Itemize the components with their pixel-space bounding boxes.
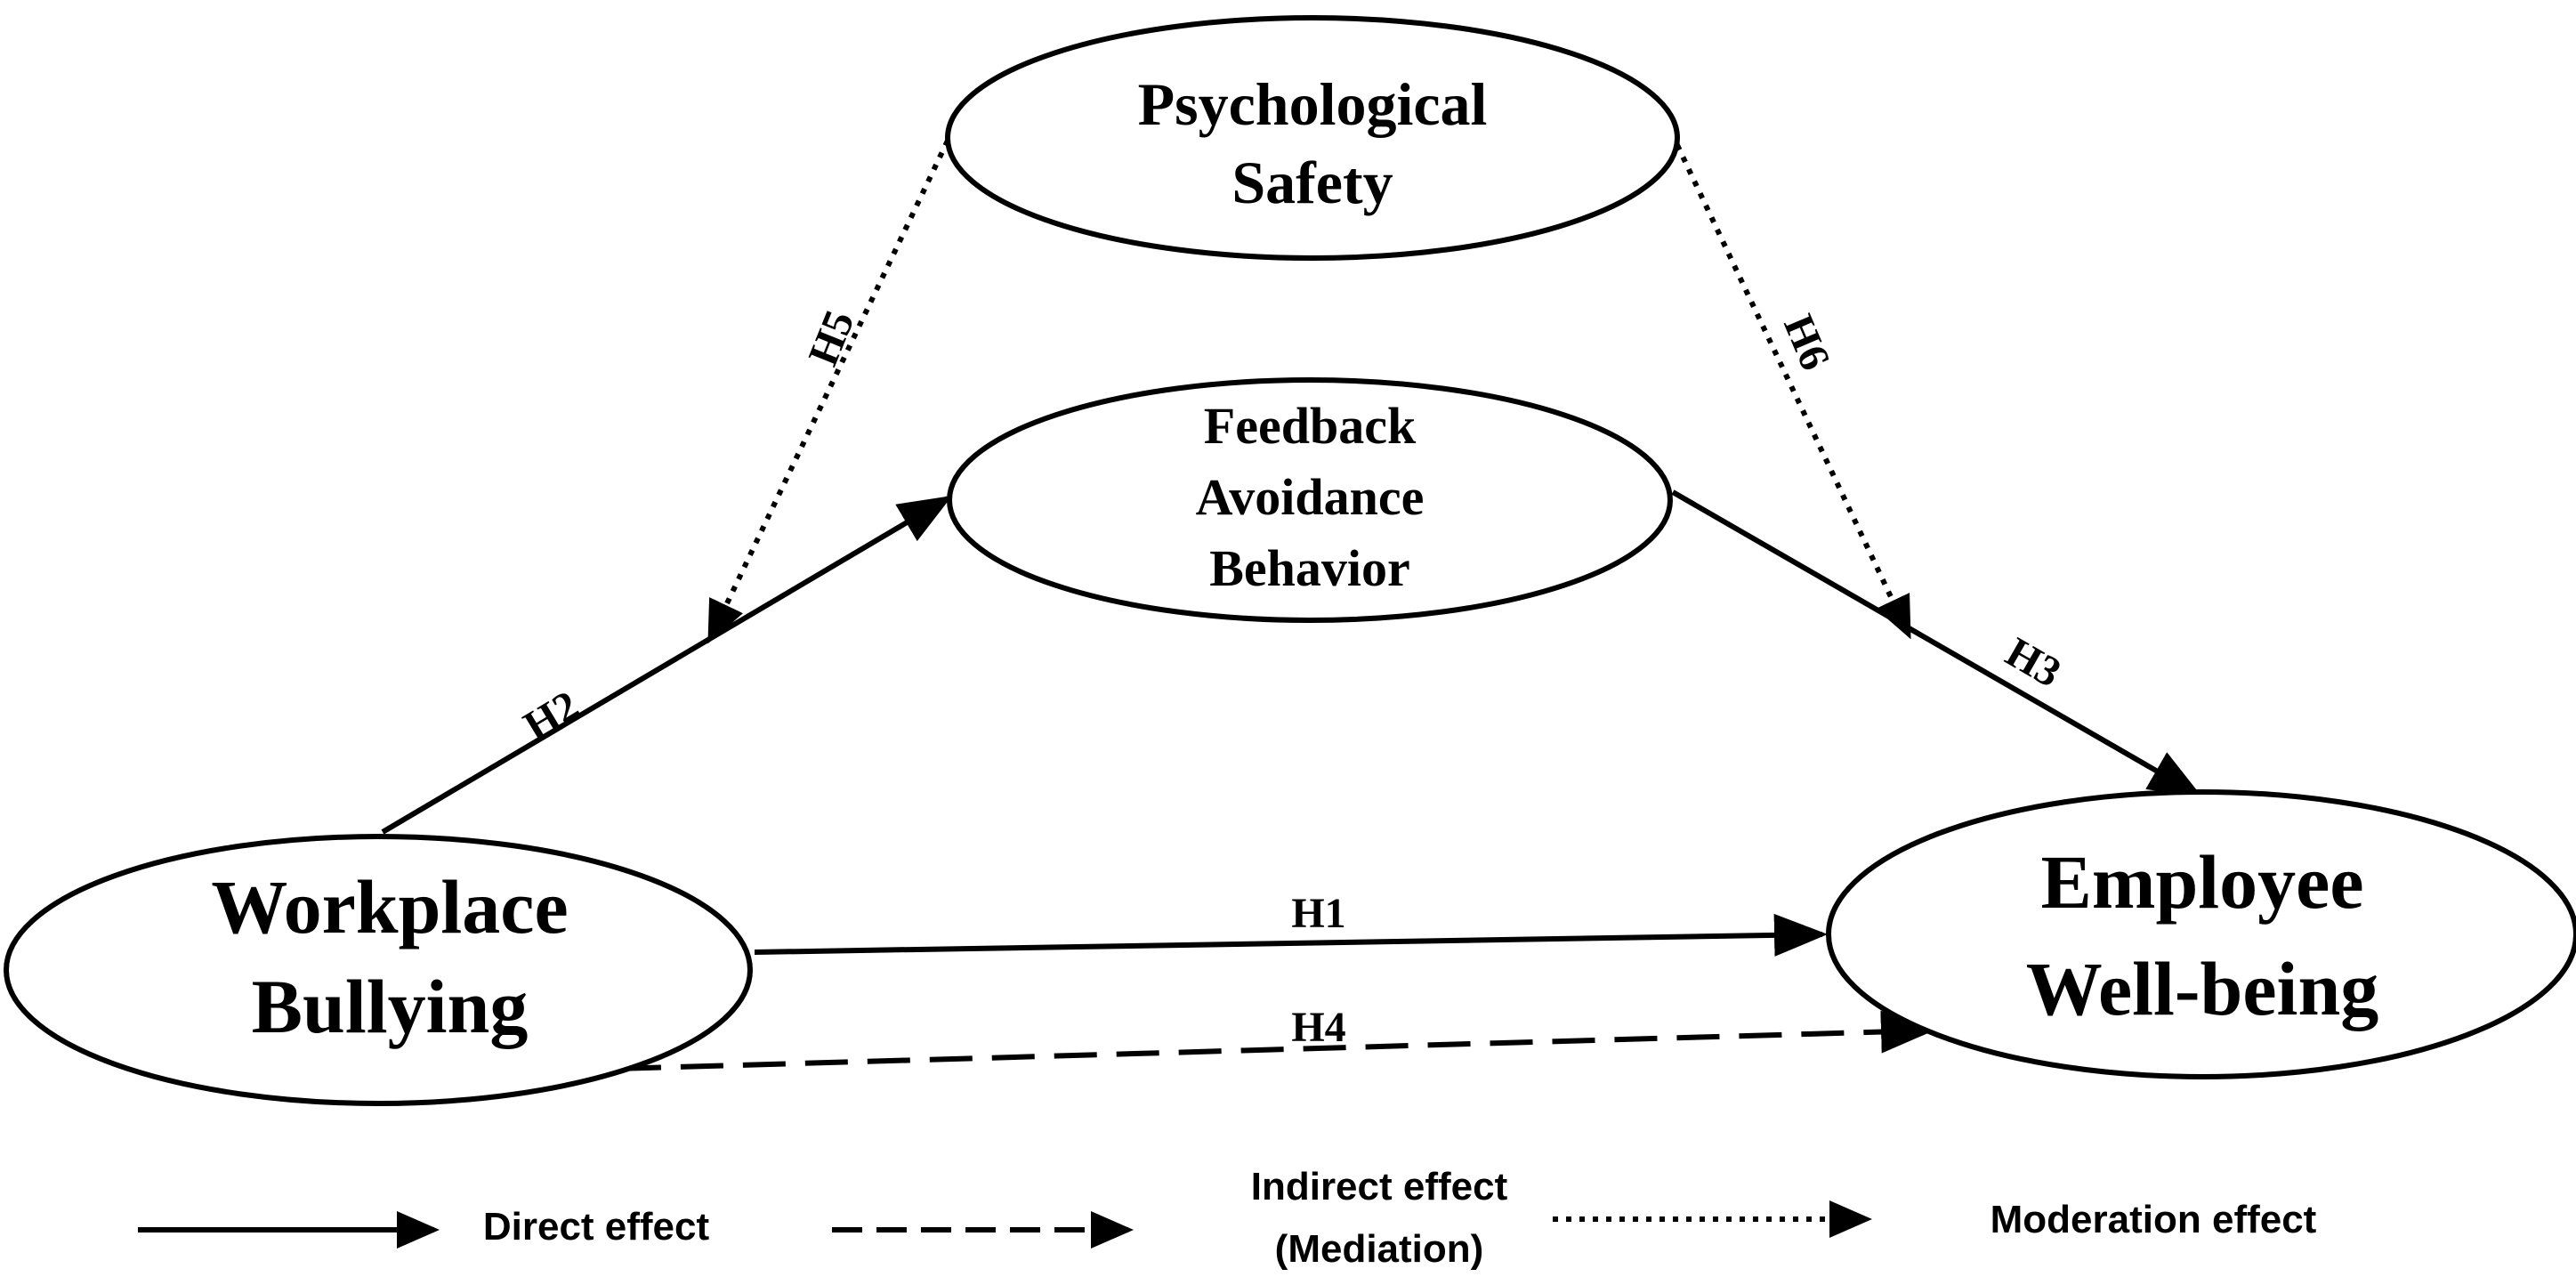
legend-direct-label: Direct effect — [483, 1205, 710, 1249]
node-workplace-bullying-line2: Bullying — [252, 964, 529, 1049]
label-h6: H6 — [1774, 308, 1839, 376]
label-h4: H4 — [1291, 1004, 1345, 1051]
node-employee-wellbeing: Employee Well-being — [1826, 789, 2576, 1079]
node-employee-wellbeing-line2: Well-being — [2026, 946, 2379, 1031]
arrow-h5-moderation — [707, 139, 950, 644]
node-feedback-avoidance-line2: Avoidance — [1196, 468, 1425, 526]
arrow-h4-indirect — [493, 1010, 1934, 1075]
node-feedback-avoidance-line1: Feedback — [1204, 397, 1417, 455]
node-feedback-avoidance: Feedback Avoidance Behavior — [947, 377, 1673, 623]
legend-indirect-label-line2: (Mediation) — [1275, 1227, 1484, 1271]
legend-moderation-label: Moderation effect — [1991, 1198, 2317, 1241]
node-psychological-safety-line2: Safety — [1231, 149, 1393, 216]
node-psychological-safety-line1: Psychological — [1138, 70, 1488, 138]
node-psychological-safety: Psychological Safety — [945, 15, 1680, 261]
arrow-h1-direct — [754, 913, 1828, 957]
legend-indirect-label-line1: Indirect effect — [1251, 1165, 1508, 1208]
label-h5: H5 — [799, 303, 863, 372]
label-h1: H1 — [1291, 890, 1345, 937]
node-workplace-bullying-line1: Workplace — [211, 864, 568, 950]
arrow-h2-direct — [381, 495, 953, 835]
legend: Direct effect Indirect effect (Mediation… — [138, 1165, 2317, 1271]
node-workplace-bullying: Workplace Bullying — [4, 834, 753, 1106]
arrow-h6-moderation — [1675, 143, 1911, 640]
node-employee-wellbeing-line1: Employee — [2040, 839, 2363, 925]
arrow-h3-direct — [1671, 489, 2203, 797]
node-feedback-avoidance-line3: Behavior — [1209, 539, 1410, 597]
label-h2: H2 — [516, 682, 587, 750]
